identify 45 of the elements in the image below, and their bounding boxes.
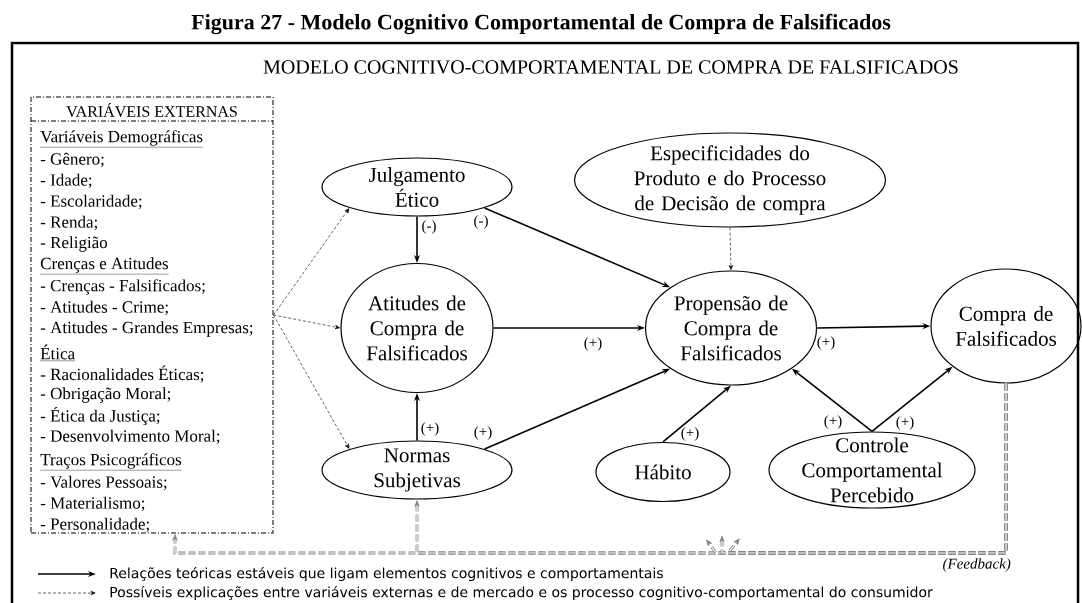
group-heading: Traços Psicográficos [40,453,182,471]
ellipse-node: Hábito [595,441,731,503]
edge-label: (+) [421,422,439,436]
edge-label: (+) [474,426,492,440]
ellipse-node: Normas Subjetivas [321,440,513,500]
list-item: - Desenvolvimento Moral; [40,429,220,445]
edge-label: (+) [817,336,835,350]
edge-label: (-) [422,220,436,234]
edge-label: (+) [896,416,914,430]
list-item: - Atitudes - Crime; [40,300,168,316]
edge-label: (-) [474,215,488,229]
list-item: - Idade; [40,173,92,189]
list-item: - Personalidade; [40,517,149,533]
edge-label: (+) [584,337,602,351]
ellipse-node: Atitudes de Compra de Falsificados [340,262,494,394]
ellipse-node: Propensão de Compra de Falsificados [644,270,818,386]
box-heading: VARIÁVEIS EXTERNAS [66,103,237,117]
edge-label: (+) [824,415,842,429]
list-item: - Ética da Justiça; [40,406,160,426]
list-item: - Materialismo; [40,496,145,512]
edge-label: (Feedback) [943,558,1011,572]
list-item: - Atitudes - Grandes Empresas; [40,321,253,337]
edge-label: (+) [681,427,699,441]
list-item: - Religião [40,236,108,252]
legend-text: Relações teóricas estáveis que ligam elementos cognitivos e comportamentais [110,566,663,582]
list-item: - Obrigação Moral; [40,387,171,403]
legend-text: Possíveis explicações entre variáveis externas e de mercado e os processo cognitivo-comportamental do consumidor [110,585,933,601]
ellipse-node: Especificidades do Produto e do Processo de Decisão de compra [573,132,887,228]
figure-title: Figura 27 - Modelo Cognitivo Comportamental de Compra de Falsificados [191,13,891,35]
list-item: - Valores Pessoais; [40,475,167,491]
group-heading: Crenças e Atitudes [40,257,169,275]
list-item: - Renda; [40,215,97,231]
list-item: - Crenças - Falsificados; [40,279,205,295]
list-item: - Racionalidades Éticas; [40,365,204,383]
list-item: - Gênero; [40,152,104,168]
ellipse-node: Compra de Falsificados [930,268,1082,384]
diagram-heading: MODELO COGNITIVO-COMPORTAMENTAL DE COMPRA DE FALSIFICADOS [263,60,958,74]
dashed-arrow [728,227,733,270]
dashed-arrow [273,314,350,449]
group-heading: Variáveis Demográficas [40,130,204,148]
dashed-arrow [273,208,350,316]
list-item: - Escolaridade; [40,194,142,210]
ellipse-node: Controle Comportamental Percebido [768,431,976,509]
group-heading: Ética [40,344,76,361]
dashed-arrow [273,314,340,330]
